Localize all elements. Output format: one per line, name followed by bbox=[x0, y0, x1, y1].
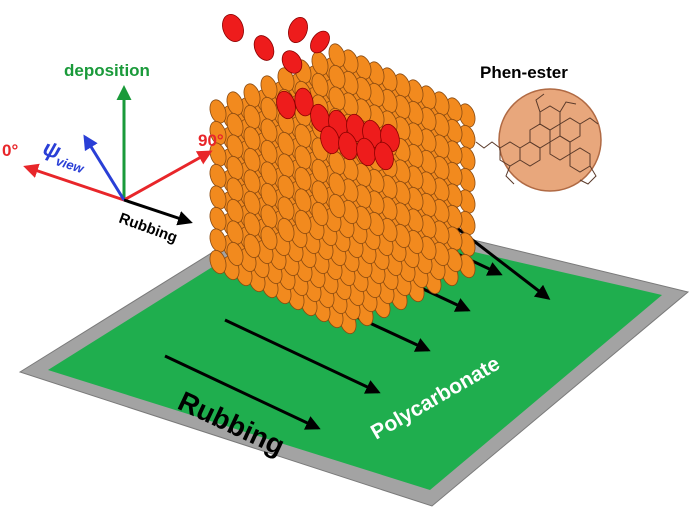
zero-degree-label: 0° bbox=[2, 141, 18, 160]
discotic-molecule-icon bbox=[243, 233, 261, 259]
discotic-molecule-icon bbox=[209, 120, 227, 146]
depositing-disc-icon bbox=[253, 35, 275, 61]
discotic-molecule-icon bbox=[243, 104, 261, 130]
arrow-icon bbox=[164, 354, 321, 430]
depositing-disc-icon bbox=[222, 14, 244, 42]
discotic-molecule-icon bbox=[260, 182, 278, 208]
discotic-molecule-icon bbox=[277, 153, 295, 178]
discotic-molecule-icon bbox=[209, 228, 227, 253]
ninety-degree-label: 90° bbox=[198, 131, 224, 150]
discotic-molecule-icon bbox=[277, 174, 295, 200]
zero-degree-arrow-icon bbox=[23, 163, 125, 202]
depositing-disc-icon bbox=[310, 30, 330, 54]
discotic-molecule-icon bbox=[294, 188, 312, 213]
discotic-molecule-icon bbox=[226, 134, 244, 159]
discotic-molecule-icon bbox=[209, 99, 227, 124]
discotic-molecule-icon bbox=[328, 86, 346, 111]
depositing-disc-icon bbox=[281, 50, 303, 74]
discotic-molecule-icon bbox=[294, 209, 312, 235]
discotic-molecule-icon bbox=[260, 118, 278, 143]
discotic-molecule-icon bbox=[328, 43, 346, 68]
discotic-molecule-icon bbox=[311, 72, 329, 98]
depositing-disc-icon bbox=[320, 125, 340, 155]
discotic-molecule-icon bbox=[209, 185, 227, 210]
orientation-axes: deposition 0° 90° ψ view Rubbing bbox=[2, 61, 224, 247]
psi-symbol: ψ bbox=[40, 135, 64, 164]
depositing-disc-icon bbox=[288, 17, 308, 43]
discotic-molecule-icon bbox=[260, 139, 278, 165]
ninety-degree-arrow-icon bbox=[123, 150, 213, 202]
deposition-label: deposition bbox=[64, 61, 150, 80]
discotic-molecule-icon bbox=[294, 145, 312, 170]
discotic-molecule-icon bbox=[328, 64, 346, 90]
discotic-molecule-icon bbox=[277, 217, 295, 243]
discotic-molecule-icon bbox=[226, 198, 244, 224]
discotic-molecule-icon bbox=[277, 131, 295, 157]
discotic-molecule-icon bbox=[226, 112, 244, 138]
discotic-molecule-icon bbox=[243, 147, 261, 173]
discotic-molecule-icon bbox=[294, 123, 312, 149]
discotic-molecule-icon bbox=[209, 249, 227, 275]
polycarbonate-substrate bbox=[48, 212, 662, 490]
discotic-molecule-icon bbox=[260, 161, 278, 186]
discotic-molecule-icon bbox=[209, 206, 227, 232]
discotic-molecule-icon bbox=[311, 201, 329, 227]
discotic-molecule-icon bbox=[328, 172, 346, 197]
discotic-molecule-icon bbox=[226, 241, 244, 267]
discotic-molecule-icon bbox=[260, 75, 278, 100]
discotic-molecule-icon bbox=[277, 196, 295, 221]
discotic-molecule-icon bbox=[226, 155, 244, 181]
discotic-molecule-icon bbox=[260, 96, 278, 122]
discotic-molecule-icon bbox=[294, 166, 312, 192]
phen-ester-label: Phen-ester bbox=[480, 63, 568, 82]
discotic-molecule-icon bbox=[243, 83, 261, 108]
discotic-molecule-icon bbox=[226, 177, 244, 202]
discotic-molecule-icon bbox=[226, 220, 244, 245]
discotic-molecule-icon bbox=[260, 204, 278, 229]
depositing-disc-icon bbox=[374, 141, 394, 171]
depositing-disc-icon bbox=[338, 131, 358, 161]
arrow-icon bbox=[439, 213, 551, 300]
phen-ester-molecule-icon: Phen-ester bbox=[475, 63, 602, 192]
arrow-icon bbox=[224, 318, 381, 394]
discotic-molecule-icon bbox=[260, 225, 278, 251]
psi-subscript: view bbox=[54, 153, 86, 176]
discotic-molecule-icon bbox=[243, 212, 261, 237]
discotic-molecule-icon bbox=[243, 126, 261, 151]
rubbing-axis-arrow-icon bbox=[123, 198, 193, 226]
discotic-molecule-icon bbox=[243, 169, 261, 194]
discotic-molecule-icon bbox=[243, 190, 261, 216]
depositing-disc-icon bbox=[294, 87, 314, 117]
discotic-molecule-icon bbox=[328, 193, 346, 219]
discotic-molecule-icon bbox=[311, 158, 329, 184]
psi-view-arrow-icon bbox=[83, 134, 126, 201]
discotic-molecule-icon bbox=[226, 91, 244, 116]
discotic-molecule-icon bbox=[311, 180, 329, 205]
discotic-molecule-icon bbox=[209, 163, 227, 189]
depositing-molecules bbox=[222, 14, 400, 171]
discotic-column-stack bbox=[209, 43, 476, 335]
discotic-molecule-icon bbox=[277, 67, 295, 92]
